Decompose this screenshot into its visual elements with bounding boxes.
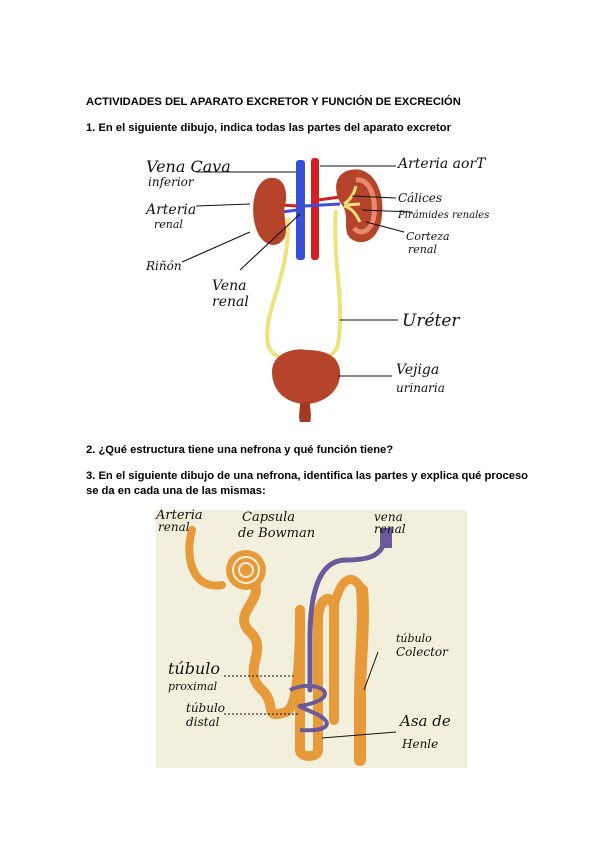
right-renal-artery <box>317 195 341 202</box>
label-tubulo-distal-2: distal <box>186 715 220 729</box>
label-corteza-2: renal <box>408 243 437 256</box>
label-arteria-renal: Arteria <box>144 202 196 218</box>
label-vejiga: Vejiga <box>396 362 439 378</box>
question-3-line-1: 3. En el siguiente dibujo de una nefrona… <box>86 470 529 482</box>
label-vena-cava: Vena Cava <box>146 157 231 176</box>
label-vena-renal: Vena <box>212 278 246 294</box>
label-nefrona-arteria-2: renal <box>158 520 190 534</box>
left-kidney <box>253 177 287 245</box>
loop-of-henle <box>295 594 339 761</box>
vein-end <box>380 528 392 548</box>
calyces <box>343 185 362 223</box>
label-tubulo-colector: túbulo <box>396 632 432 645</box>
aorta <box>311 158 319 260</box>
nephron-diagram: Arteria renal Capsula de Bowman vena ren… <box>155 508 467 768</box>
right-ureter <box>325 209 343 360</box>
label-nefrona-arteria: Arteria <box>155 508 203 523</box>
collecting-duct <box>354 584 369 766</box>
label-ureter: Uréter <box>402 311 460 331</box>
right-renal-vein <box>303 202 341 208</box>
label-asa-henle-2: Henle <box>401 737 438 751</box>
label-vena-cava-2: inferior <box>148 175 195 189</box>
renal-cortex <box>352 177 377 235</box>
label-tubulo-proximal-2: proximal <box>168 680 218 693</box>
label-vena-renal-2: renal <box>212 294 249 310</box>
left-renal-vein <box>281 208 298 214</box>
vena-cava <box>296 160 305 260</box>
label-arteria-aorta: Arteria aorT <box>396 156 487 172</box>
label-nefrona-vena: vena <box>374 510 403 524</box>
label-tubulo-colector-2: Colector <box>396 645 449 659</box>
distal-tubule <box>329 575 367 611</box>
label-tubulo-proximal: túbulo <box>168 659 220 678</box>
label-asa-henle: Asa de <box>398 712 451 730</box>
label-calices: Cálices <box>398 191 442 205</box>
page-title: ACTIVIDADES DEL APARATO EXCRETOR Y FUNCI… <box>86 96 461 108</box>
question-1: 1. En el siguiente dibujo, indica todas … <box>86 122 451 134</box>
afferent-artery <box>185 526 226 590</box>
question-2: 2. ¿Qué estructura tiene una nefrona y q… <box>86 444 394 456</box>
label-capsula: Capsula <box>242 510 295 525</box>
label-vejiga-2: urinaria <box>396 381 445 395</box>
urethra <box>299 402 311 422</box>
label-piramides: Pirámides renales <box>397 210 489 221</box>
label-corteza: Corteza <box>406 230 450 243</box>
nephron-vein <box>307 531 389 693</box>
left-ureter <box>265 217 291 360</box>
peritubular-capillary <box>289 683 329 733</box>
question-3-line-2: se da en cada una de las mismas: <box>86 485 266 497</box>
label-rinon: Riñón <box>145 259 182 273</box>
bowman-capsule <box>226 550 266 590</box>
label-nefrona-vena-2: renal <box>374 522 406 536</box>
label-tubulo-distal: túbulo <box>186 701 225 715</box>
label-capsula-2: de Bowman <box>238 526 315 541</box>
excretory-system-diagram: Vena Cava inferior Arteria aorT Arteria … <box>144 156 489 422</box>
label-arteria-renal-2: renal <box>154 218 183 231</box>
bladder <box>272 349 341 404</box>
